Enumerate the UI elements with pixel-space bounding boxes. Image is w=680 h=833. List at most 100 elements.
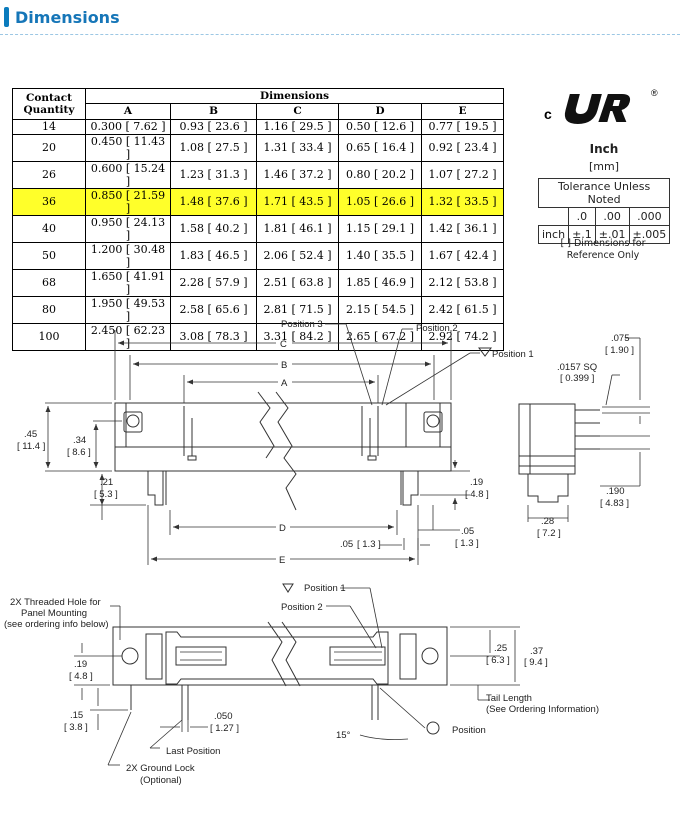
- side-view-outline: [518, 403, 600, 503]
- dimension-cell-d: 1.40 [ 35.5 ]: [338, 241, 422, 270]
- dimension-cell-d: 0.80 [ 20.2 ]: [338, 160, 422, 189]
- dim-005-left: .05: [340, 539, 353, 550]
- label-angle-15: 15°: [336, 730, 351, 741]
- dimension-cell-e: 1.32 [ 33.5 ]: [421, 187, 504, 216]
- dimension-cell-d: 1.05 [ 26.6 ]: [338, 187, 422, 216]
- tolerance-title: Tolerance Unless Noted: [537, 178, 671, 208]
- header-accent-bar: [4, 7, 9, 27]
- label-position: Position: [452, 725, 486, 736]
- dim-045-mm: [ 11.4 ]: [17, 441, 45, 452]
- dim-bottom-037-mm: [ 9.4 ]: [524, 657, 548, 668]
- section-header: Dimensions: [4, 6, 120, 28]
- dim-034-mm: [ 8.6 ]: [67, 447, 91, 458]
- label-position-3: Position 3: [281, 319, 323, 330]
- dim-label-d: D: [279, 523, 286, 534]
- position1-triangle-icon-bottom: [282, 583, 294, 593]
- label-bottom-position-1: Position 1: [304, 583, 346, 594]
- dimension-cell-e: 0.92 [ 23.4 ]: [421, 133, 504, 162]
- dimension-cell-d: 0.50 [ 12.6 ]: [338, 118, 422, 135]
- dim-190: .190: [606, 486, 625, 497]
- dimension-cell-c: 2.51 [ 63.8 ]: [256, 268, 339, 297]
- dimension-cell-d: 1.15 [ 29.1 ]: [338, 214, 422, 243]
- dim-005-left-mm: [ 1.3 ]: [357, 539, 381, 550]
- dimension-cell-a: 0.600 [ 15.24 ]: [85, 160, 171, 189]
- dim-045: .45: [24, 429, 37, 440]
- ul-symbol-icon: [564, 94, 631, 124]
- dimension-cell-b: 0.93 [ 23.6 ]: [170, 118, 257, 135]
- dimension-arrowheads: [45, 340, 458, 562]
- dim-021-mm: [ 5.3 ]: [94, 489, 118, 500]
- dimension-cell-d: 2.65 [ 67.2 ]: [338, 322, 422, 351]
- label-tail-length-note: (See Ordering Information): [486, 704, 599, 715]
- dim-190-mm: [ 4.83 ]: [600, 498, 629, 509]
- label-position-2: Position 2: [416, 323, 458, 334]
- dimension-cell-c: 1.81 [ 46.1 ]: [256, 214, 339, 243]
- dimension-cell-e: 0.77 [ 19.5 ]: [421, 118, 504, 135]
- dimension-cell-d: 2.15 [ 54.5 ]: [338, 295, 422, 324]
- dim-0157: .0157 SQ: [557, 362, 597, 373]
- reference-note: [ ] Dimensions for Reference Only: [560, 238, 646, 261]
- dimension-cell-e: 2.92 [ 74.2 ]: [421, 322, 504, 351]
- dim-005-right-mm: [ 1.3 ]: [455, 538, 479, 549]
- contact-quantity-header: Contact Quantity: [12, 88, 86, 120]
- tolerance-value-2: ±.01: [594, 225, 630, 244]
- dimension-cell-e: 2.42 [ 61.5 ]: [421, 295, 504, 324]
- dim-075-mm: [ 1.90 ]: [605, 345, 634, 356]
- ul-reg-mark: ®: [651, 88, 658, 98]
- dimension-cell-b: 3.08 [ 78.3 ]: [170, 322, 257, 351]
- dimension-cell-b: 1.83 [ 46.5 ]: [170, 241, 257, 270]
- dim-label-c: C: [280, 339, 287, 350]
- tolerance-row-label: inch: [537, 225, 570, 244]
- dimension-cell-a: 0.450 [ 11.43 ]: [85, 133, 171, 162]
- dim-label-b: B: [281, 360, 287, 371]
- label-last-position: Last Position: [166, 746, 220, 757]
- header-divider: [0, 34, 680, 35]
- position-circle-icon: [426, 721, 440, 735]
- bottom-view-pins: [180, 651, 382, 661]
- dimension-cell-c: 1.71 [ 43.5 ]: [256, 187, 339, 216]
- label-position-1: Position 1: [492, 349, 534, 360]
- tolerance-value-3: ±.005: [628, 225, 671, 244]
- contact-quantity-cell: 14: [12, 118, 86, 135]
- ul-prefix: c: [544, 106, 552, 122]
- dimension-cell-c: 3.31 [ 84.2 ]: [256, 322, 339, 351]
- dim-bottom-015-mm: [ 3.8 ]: [64, 722, 88, 733]
- dim-0157-mm: [ 0.399 ]: [560, 373, 594, 384]
- section-title: Dimensions: [15, 7, 120, 27]
- dimension-cell-b: 1.48 [ 37.6 ]: [170, 187, 257, 216]
- dimension-cell-b: 1.08 [ 27.5 ]: [170, 133, 257, 162]
- dim-021: .21: [100, 477, 113, 488]
- unit-mm-label: [mm]: [588, 160, 619, 173]
- dimension-cell-e: 1.07 [ 27.2 ]: [421, 160, 504, 189]
- dim-028-mm: [ 7.2 ]: [537, 528, 561, 539]
- dimension-cell-d: 0.65 [ 16.4 ]: [338, 133, 422, 162]
- dimension-cell-a: 0.300 [ 7.62 ]: [85, 118, 171, 135]
- bottom-view-dimension-lines: [74, 587, 520, 766]
- dimension-cell-b: 1.23 [ 31.3 ]: [170, 160, 257, 189]
- dim-019-mm: [ 4.8 ]: [465, 489, 489, 500]
- dim-bottom-019-mm: [ 4.8 ]: [69, 671, 93, 682]
- dim-005-right: .05: [461, 526, 474, 537]
- side-view-dimension-lines: [527, 337, 650, 522]
- front-view-leaders: [325, 323, 480, 406]
- dimensions-table: Contact Quantity Dimensions A B C D E 14…: [12, 87, 504, 351]
- dimension-cell-c: 1.31 [ 33.4 ]: [256, 133, 339, 162]
- unit-inch-label: Inch: [589, 142, 619, 156]
- label-bottom-position-2: Position 2: [281, 602, 323, 613]
- dim-bottom-037: .37: [530, 646, 543, 657]
- dim-019: .19: [470, 477, 483, 488]
- front-view-outline: [114, 391, 452, 511]
- bottom-view-outline: [112, 621, 448, 720]
- dim-bottom-050-mm: [ 1.27 ]: [210, 723, 239, 734]
- label-ground-lock-optional: (Optional): [140, 775, 182, 786]
- label-threaded-hole-2: Panel Mounting: [21, 608, 87, 619]
- dimension-cell-b: 2.58 [ 65.6 ]: [170, 295, 257, 324]
- contact-quantity-cell: 20: [12, 133, 86, 162]
